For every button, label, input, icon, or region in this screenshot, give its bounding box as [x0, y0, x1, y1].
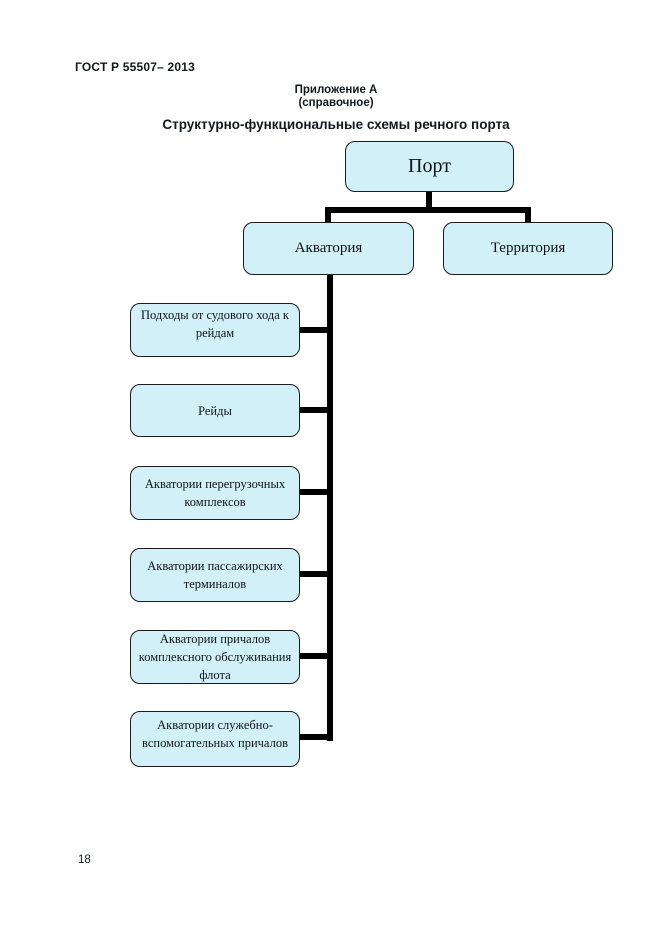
connector-stub-2 — [300, 407, 333, 413]
node-akvatoria: Акватория — [243, 222, 414, 275]
node-roadsteads: Рейды — [130, 384, 300, 437]
node-passenger-terminal-water-areas: Акватории пассажирских терминалов — [130, 548, 300, 602]
node-port: Порт — [345, 141, 514, 192]
document-standard-header: ГОСТ Р 55507– 2013 — [75, 60, 196, 74]
connector-stub-3 — [300, 489, 333, 495]
connector-stub-1 — [300, 327, 333, 333]
page-title: Структурно-функциональные схемы речного … — [162, 117, 510, 132]
page-number: 18 — [78, 854, 91, 866]
node-cargo-handling-water-areas: Акватории перегрузочных комплексов — [130, 466, 300, 520]
connector-horizontal-bar — [325, 207, 531, 213]
node-territoria: Территория — [443, 222, 613, 275]
appendix-heading: Приложение А (справочное) — [0, 84, 661, 110]
connector-drop-territoria — [525, 207, 531, 222]
appendix-label: Приложение А — [294, 84, 378, 96]
connector-stub-4 — [300, 571, 333, 577]
connector-stub-5 — [300, 653, 333, 659]
node-auxiliary-berth-water-areas: Акватории служебно-вспомогательных прича… — [130, 711, 300, 767]
node-approaches-to-roadsteads: Подходы от судового хода к рейдам — [130, 303, 300, 357]
connector-trunk — [327, 274, 333, 741]
node-fleet-service-berth-water-areas: Акватории причалов комплексного обслужив… — [130, 630, 300, 684]
connector-port-stem — [426, 192, 432, 208]
connector-stub-6 — [300, 734, 333, 740]
connector-drop-akvatoria — [325, 207, 331, 222]
appendix-type-label: (справочное) — [298, 97, 374, 109]
